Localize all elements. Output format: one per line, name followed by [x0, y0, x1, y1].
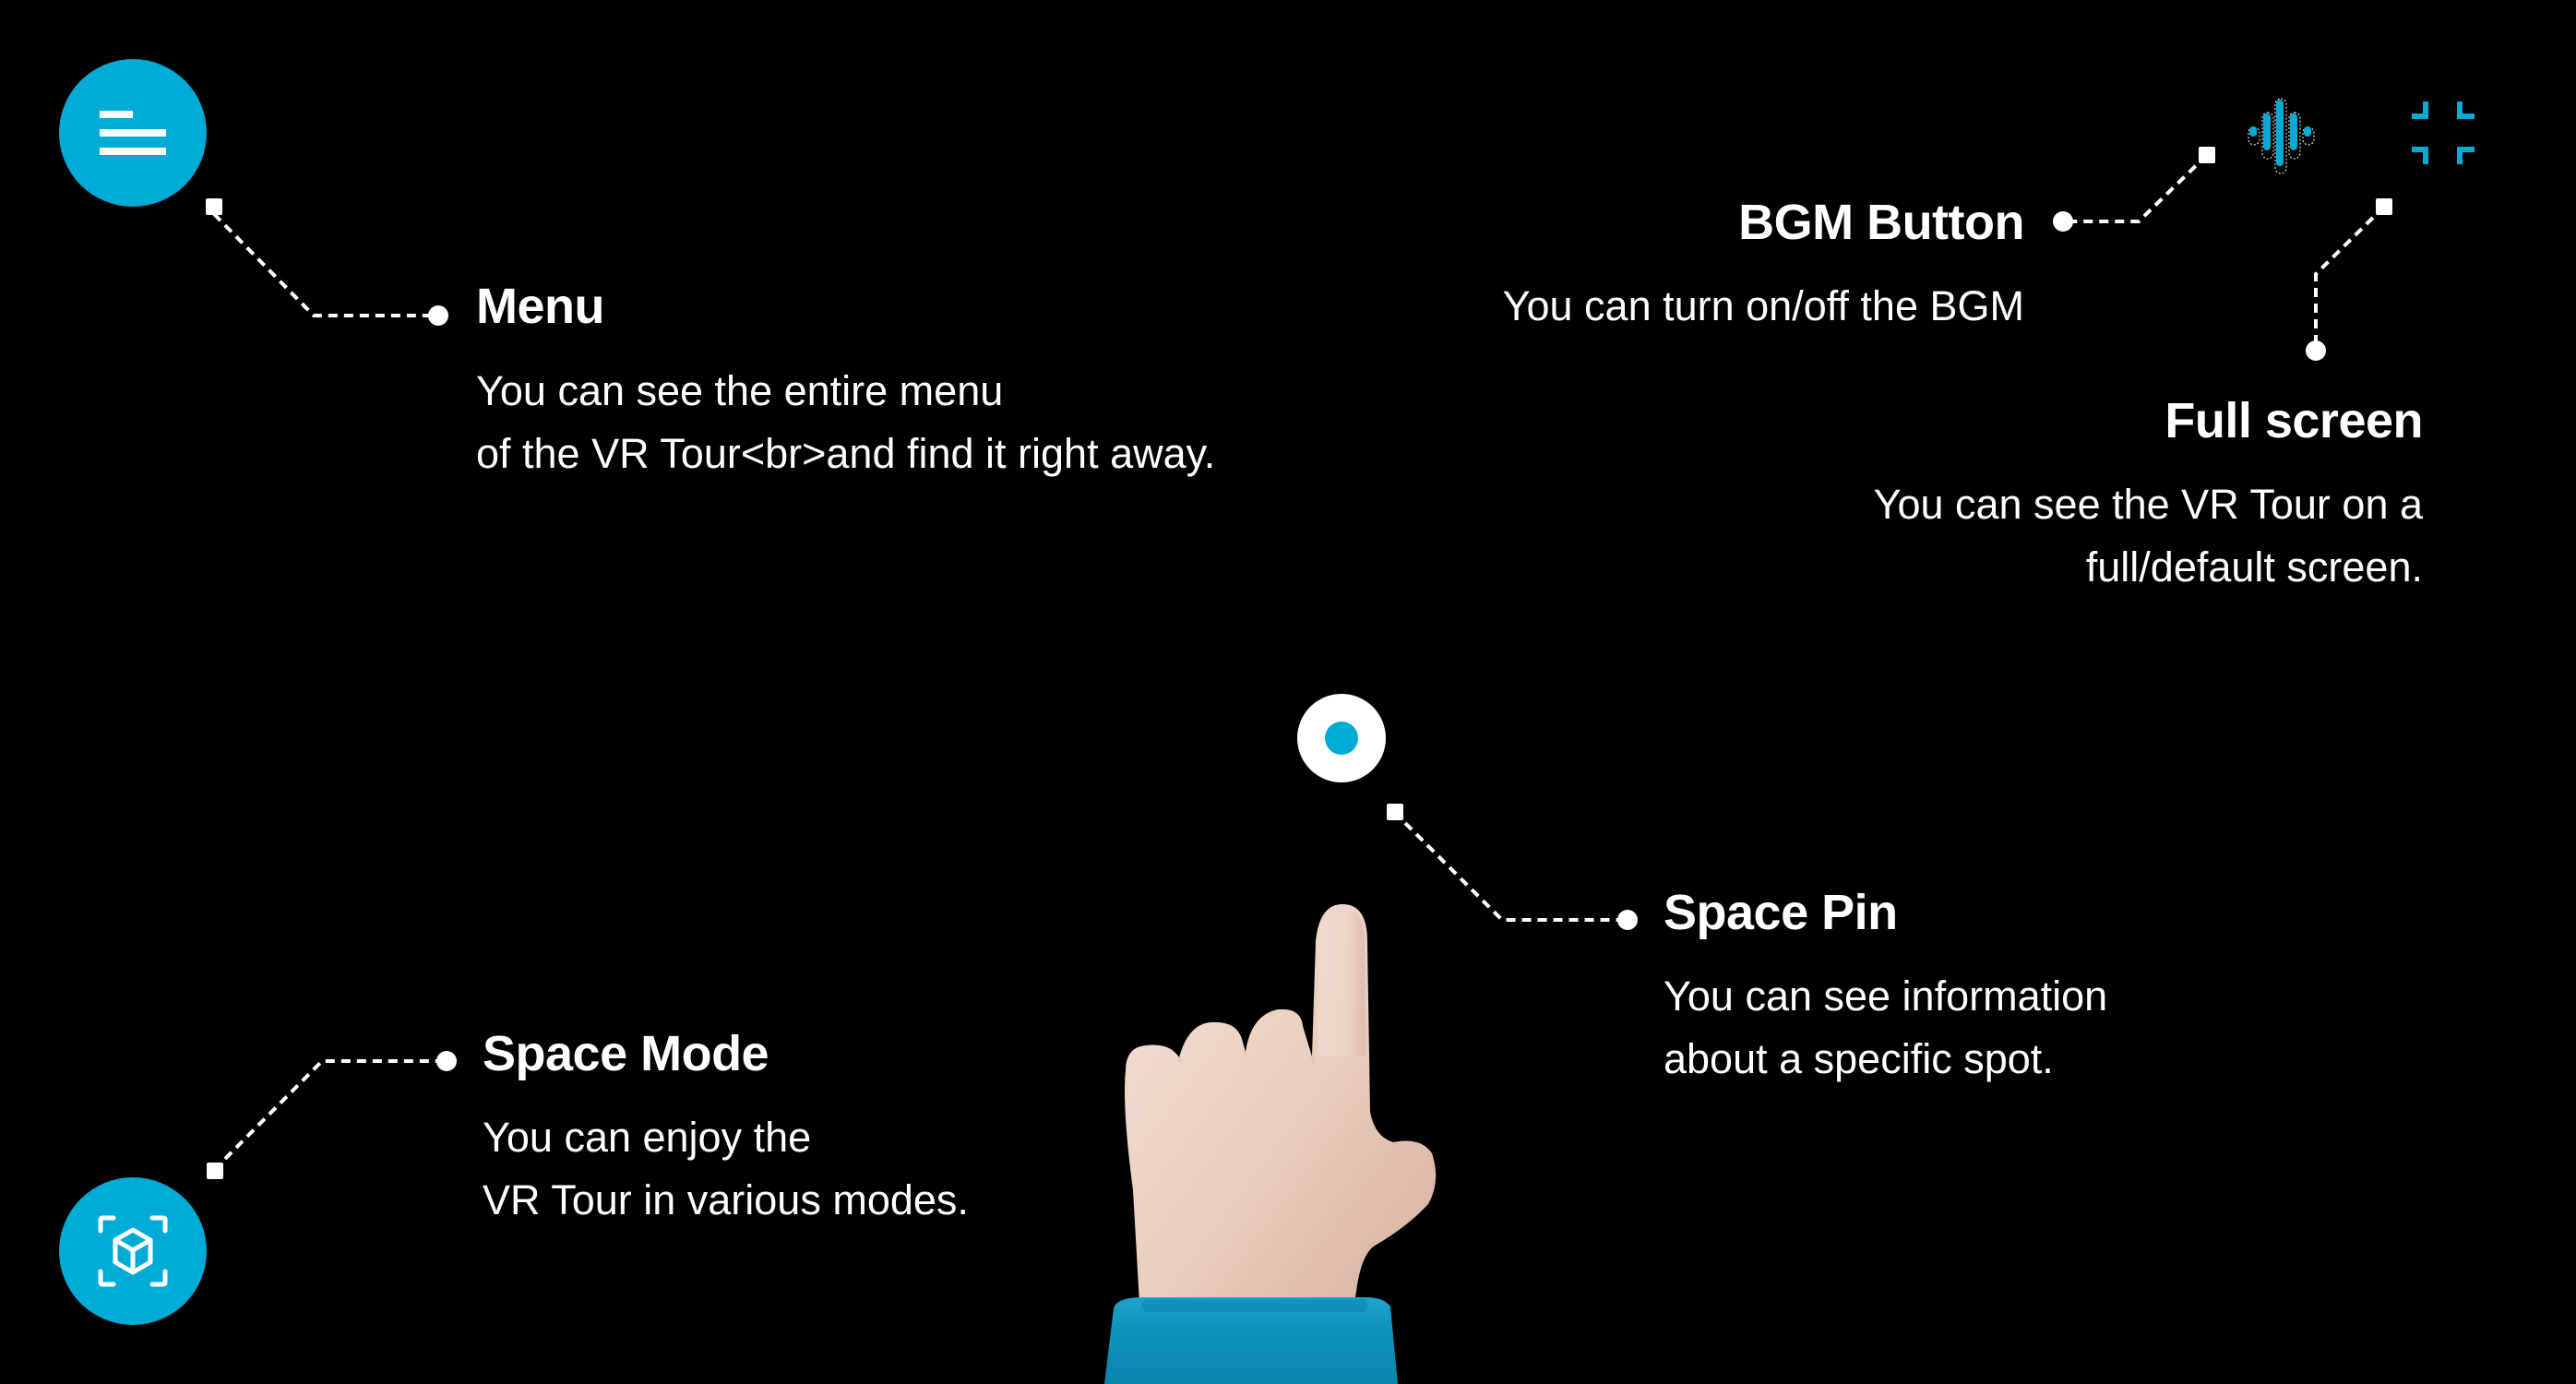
fullscreen-button[interactable] — [2406, 96, 2480, 170]
space-mode-title: Space Mode — [483, 1026, 769, 1081]
fullscreen-label-dot — [2306, 340, 2326, 361]
bgm-title: BGM Button — [1738, 195, 2024, 250]
menu-description: You can see the entire menu of the VR To… — [476, 360, 1215, 485]
space-pin-label-dot — [1617, 910, 1638, 930]
menu-title: Menu — [476, 279, 605, 334]
menu-description-line: of the VR Tour<br>and find it right away… — [476, 430, 1216, 477]
space-mode-description-line: You can enjoy the — [483, 1114, 812, 1161]
fullscreen-description-line: You can see the VR Tour on a — [1873, 481, 2423, 528]
space-mode-description: You can enjoy the VR Tour in various mod… — [483, 1106, 969, 1232]
hamburger-left-align-icon — [59, 59, 207, 207]
space-pin-connector — [1392, 810, 1628, 922]
space-mode-connector — [212, 1059, 447, 1172]
fullscreen-anchor-square — [2376, 198, 2392, 215]
menu-button[interactable] — [59, 59, 207, 207]
menu-connector — [212, 212, 437, 317]
pointing-hand-icon — [1104, 904, 1437, 1384]
space-pin-button[interactable] — [1297, 694, 1386, 782]
bgm-anchor-square — [2199, 147, 2215, 163]
space-pin-description-line: about a specific spot. — [1664, 1035, 2054, 1082]
fullscreen-description: You can see the VR Tour on a full/defaul… — [1874, 473, 2423, 599]
bgm-label-dot — [2053, 211, 2073, 232]
exit-fullscreen-icon — [2412, 101, 2475, 164]
space-pin-description-line: You can see information — [1664, 972, 2108, 1020]
bgm-description-line: You can turn on/off the BGM — [1502, 282, 2024, 329]
space-pin-anchor-square — [1387, 804, 1403, 820]
bgm-connector — [2063, 153, 2209, 223]
space-mode-label-dot — [436, 1051, 457, 1071]
pin-dot-icon — [1325, 722, 1358, 755]
sound-wave-icon — [2248, 98, 2315, 174]
menu-description-line: You can see the entire menu — [476, 367, 1004, 414]
bgm-description: You can turn on/off the BGM — [1503, 275, 2024, 338]
menu-label-dot — [428, 305, 448, 326]
cube-scan-icon — [98, 1215, 168, 1287]
space-pin-title: Space Pin — [1664, 885, 1898, 940]
bgm-button[interactable] — [2240, 92, 2323, 175]
fullscreen-description-line: full/default screen. — [2085, 543, 2423, 591]
space-mode-anchor-square — [207, 1163, 223, 1179]
menu-anchor-square — [206, 198, 222, 215]
space-pin-description: You can see information about a specific… — [1664, 965, 2107, 1091]
fullscreen-connector — [2314, 205, 2386, 351]
space-mode-button[interactable] — [59, 1177, 207, 1325]
fullscreen-title: Full screen — [2165, 393, 2423, 448]
space-mode-description-line: VR Tour in various modes. — [483, 1176, 969, 1223]
